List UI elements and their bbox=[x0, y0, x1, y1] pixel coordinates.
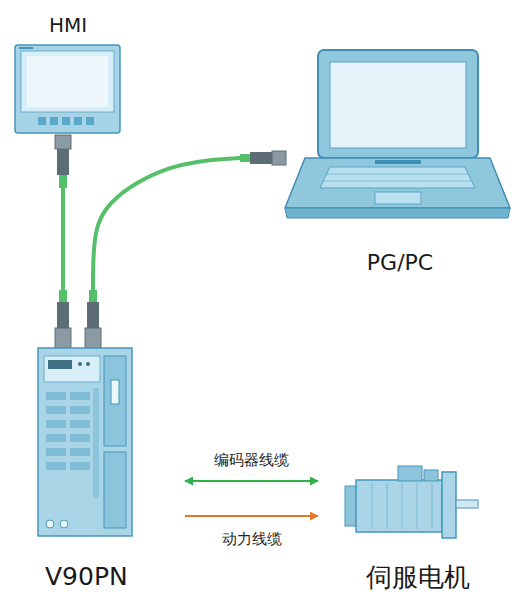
rj45-plug bbox=[85, 328, 101, 348]
terminal bbox=[46, 406, 66, 414]
terminal bbox=[70, 406, 90, 414]
device-label: V90PN bbox=[45, 563, 185, 592]
terminal bbox=[46, 434, 66, 442]
motor-fin bbox=[387, 483, 388, 529]
terminal bbox=[70, 462, 90, 470]
hmi-button bbox=[38, 117, 46, 125]
motor-fin bbox=[432, 483, 433, 529]
terminal bbox=[46, 448, 66, 456]
laptop-front-edge bbox=[285, 208, 510, 218]
screw bbox=[46, 520, 54, 528]
device-label: HMI bbox=[12, 14, 124, 37]
hmi-button bbox=[86, 117, 94, 125]
motor-fin bbox=[417, 483, 418, 529]
drive-led bbox=[86, 362, 90, 366]
terminal bbox=[46, 420, 66, 428]
rj45-plug-body bbox=[87, 302, 99, 328]
cable-label: 编码器线缆 bbox=[214, 451, 289, 469]
motor-fin bbox=[372, 483, 373, 529]
laptop-display bbox=[330, 62, 466, 148]
terminal bbox=[46, 462, 66, 470]
drive-housing bbox=[38, 348, 132, 536]
device-node: V90PN bbox=[35, 290, 185, 592]
dsub-connector bbox=[111, 380, 119, 404]
motor-fin bbox=[402, 483, 403, 529]
hmi-logo bbox=[19, 47, 33, 49]
cable-boot bbox=[59, 290, 67, 302]
terminal bbox=[70, 434, 90, 442]
laptop-base bbox=[285, 158, 510, 208]
drive-panel bbox=[44, 356, 100, 382]
ethernet-cable bbox=[61, 188, 65, 290]
hmi-housing bbox=[15, 45, 120, 133]
rj45-plug bbox=[55, 328, 71, 348]
terminal bbox=[70, 448, 90, 456]
terminal-strip bbox=[93, 388, 99, 498]
laptop-lid bbox=[318, 50, 478, 158]
device-node: PG/PC bbox=[240, 45, 512, 275]
cable-boot bbox=[59, 175, 67, 188]
device-node: 伺服电机 bbox=[318, 455, 518, 593]
screw bbox=[60, 520, 68, 528]
keyboard-row bbox=[324, 181, 472, 182]
device-label: 伺服电机 bbox=[318, 563, 518, 593]
rj45-plug bbox=[272, 151, 286, 165]
terminal bbox=[70, 392, 90, 400]
hmi-button bbox=[50, 117, 58, 125]
hmi-screen-frame bbox=[21, 51, 114, 112]
motor-connector bbox=[424, 470, 438, 481]
power-connector bbox=[104, 452, 126, 528]
device-label: PG/PC bbox=[288, 250, 512, 275]
motor-body bbox=[356, 480, 442, 532]
cable-boot bbox=[89, 290, 97, 302]
cable-boot bbox=[240, 154, 250, 162]
terminal bbox=[46, 392, 66, 400]
rj45-plug-body bbox=[250, 152, 272, 164]
laptop-hinge bbox=[375, 160, 421, 164]
keyboard-row bbox=[327, 174, 468, 175]
hmi-screen bbox=[27, 56, 108, 107]
motor-flange bbox=[442, 472, 456, 538]
drive-led bbox=[78, 362, 82, 366]
rj45-plug-body bbox=[57, 149, 69, 175]
laptop-touchpad bbox=[375, 192, 421, 204]
ethernet-cable bbox=[93, 158, 240, 290]
rj45-plug bbox=[55, 135, 71, 149]
cable-arrow bbox=[185, 480, 318, 482]
laptop-keyboard bbox=[320, 167, 475, 188]
rj45-plug-body bbox=[57, 302, 69, 328]
motor-rear-cap bbox=[345, 486, 357, 526]
hmi-button bbox=[74, 117, 82, 125]
hmi-button bbox=[62, 117, 70, 125]
device-node: HMI bbox=[12, 14, 124, 188]
cable-arrow bbox=[185, 515, 318, 517]
drive-display bbox=[48, 360, 72, 369]
cable-label: 动力线缆 bbox=[222, 530, 282, 548]
motor-shaft bbox=[456, 500, 478, 508]
drive-connector-column bbox=[104, 356, 126, 446]
terminal bbox=[70, 420, 90, 428]
motor-connector bbox=[398, 466, 422, 481]
